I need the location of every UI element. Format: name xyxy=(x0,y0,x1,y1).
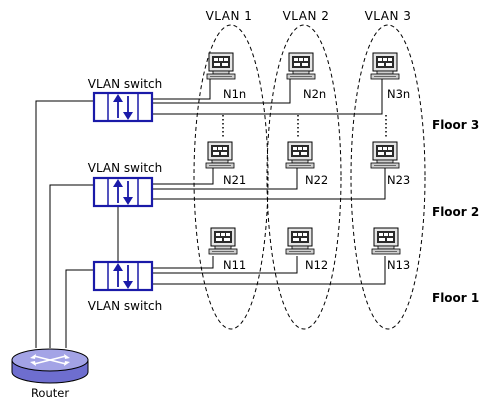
computer-icon xyxy=(285,227,315,255)
vlan-2-ellipse xyxy=(266,24,342,330)
backbone-wires xyxy=(35,100,119,348)
node-label: N22 xyxy=(305,173,328,187)
router-icon xyxy=(11,348,89,384)
switch-label-floor-2: VLAN switch xyxy=(88,161,162,175)
wires-middle-switch xyxy=(152,168,386,200)
node-label: N1n xyxy=(223,87,246,101)
computer-icon xyxy=(286,52,316,80)
vlan-switch-floor-1 xyxy=(92,260,154,292)
vlan-1-label: VLAN 1 xyxy=(206,9,253,23)
node-label: N11 xyxy=(223,258,246,272)
node-label: N21 xyxy=(223,173,246,187)
computer-icon xyxy=(371,227,401,255)
node-label: N3n xyxy=(387,87,410,101)
vlan-1-ellipse xyxy=(193,24,269,330)
vlan-3-ellipse xyxy=(350,24,426,330)
switch-label-floor-1: VLAN switch xyxy=(88,299,162,313)
node-label: N2n xyxy=(303,87,326,101)
vlan-2-label: VLAN 2 xyxy=(283,9,330,23)
switch-label-floor-3: VLAN switch xyxy=(88,77,162,91)
wires-top-switch xyxy=(152,76,383,115)
floor-3-label: Floor 3 xyxy=(432,118,479,132)
node-label: N12 xyxy=(305,258,328,272)
floor-1-label: Floor 1 xyxy=(432,291,479,305)
wires-bottom-switch xyxy=(152,256,386,285)
vlan-3-label: VLAN 3 xyxy=(365,9,412,23)
computer-icon xyxy=(205,141,235,169)
node-label: N23 xyxy=(387,173,410,187)
computer-icon xyxy=(206,52,236,80)
vlan-switch-floor-3 xyxy=(92,91,154,123)
floor-2-label: Floor 2 xyxy=(432,205,479,219)
vlan-switch-floor-2 xyxy=(92,176,154,208)
computer-icon xyxy=(370,141,400,169)
router-label: Router xyxy=(31,386,69,400)
computer-icon xyxy=(208,227,238,255)
computer-icon xyxy=(285,141,315,169)
computer-icon xyxy=(370,52,400,80)
node-label: N13 xyxy=(387,258,410,272)
